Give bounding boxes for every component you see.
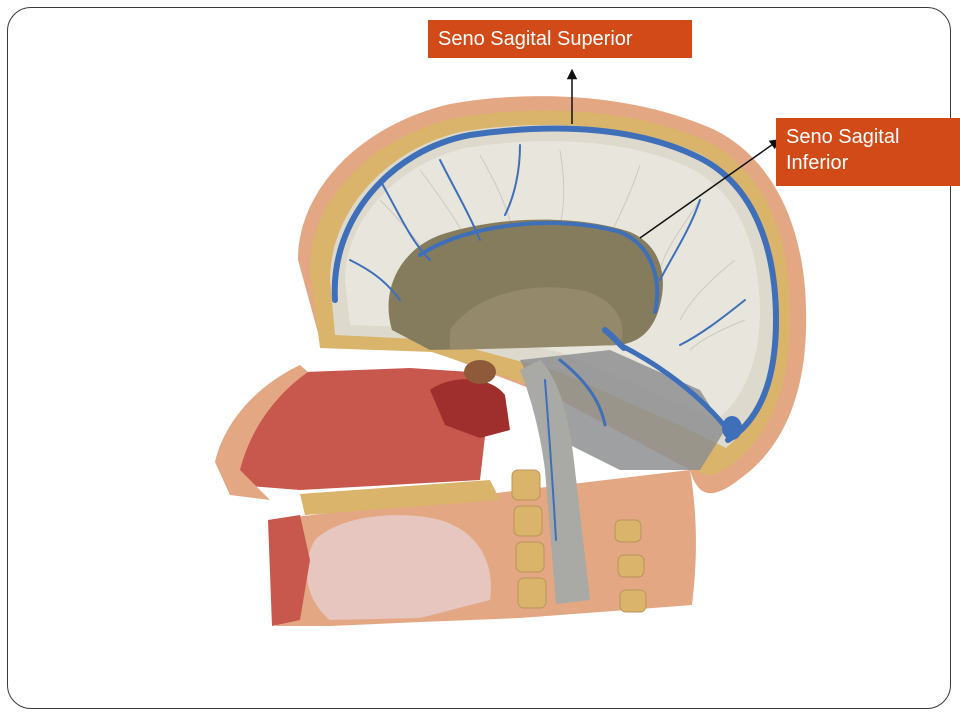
venous-sinuses [331,125,780,541]
septum-region [450,287,623,350]
nasal-mucosa [238,368,488,490]
confluence-of-sinuses [722,416,742,440]
tongue [306,515,491,620]
label-seno-sagital-superior: Seno Sagital Superior [428,20,692,58]
cervical-vertebrae [511,469,647,613]
arrow-inferior [639,138,781,239]
pituitary [464,360,496,384]
brainstem-region [520,360,590,604]
hard-palate [300,480,500,515]
lip-region [268,515,310,626]
sphenoid-sinus [430,379,510,438]
label-seno-sagital-inferior: Seno Sagital Inferior [776,118,960,186]
nose-skin [215,365,308,500]
